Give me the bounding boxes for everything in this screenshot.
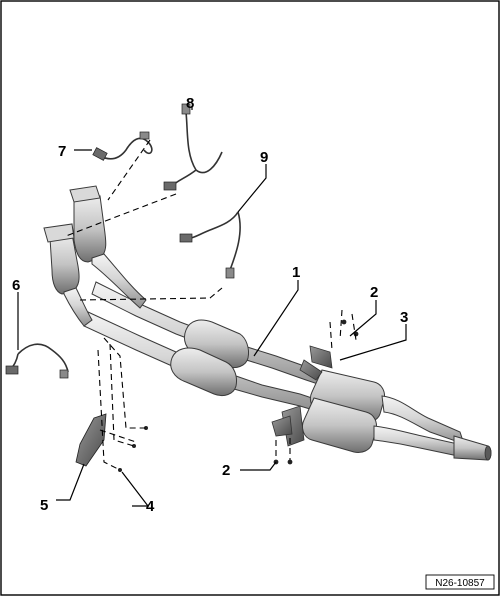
catalytic-converter-upper — [73, 195, 107, 263]
callout-3: 3 — [400, 309, 408, 326]
callout-8: 8 — [186, 95, 194, 112]
callout-2-lower: 2 — [222, 462, 230, 479]
oxygen-sensor-8 — [163, 103, 223, 191]
callout-5: 5 — [40, 497, 48, 514]
bolt — [144, 426, 148, 430]
callout-9: 9 — [260, 149, 268, 166]
callout-2-upper: 2 — [370, 284, 378, 301]
nut-fasteners — [118, 319, 359, 472]
leader-lines — [17, 106, 407, 507]
downpipe-upper — [91, 253, 147, 309]
oxygen-sensor-6 — [5, 343, 69, 379]
bracket-rear-lower — [271, 405, 305, 447]
callout-1: 1 — [292, 264, 300, 281]
bracket-rear-upper — [299, 345, 333, 381]
callout-4: 4 — [146, 498, 155, 515]
catalytic-flange-lower — [43, 223, 75, 243]
oxygen-sensor-9 — [179, 211, 241, 279]
downpipe-lower — [63, 287, 93, 327]
oxygen-sensor-7 — [92, 131, 153, 161]
figure-reference-box: N26-10857 — [425, 574, 495, 590]
bolt — [132, 444, 136, 448]
callout-7: 7 — [58, 143, 66, 160]
figure-reference-code: N26-10857 — [435, 578, 485, 589]
nut — [341, 319, 347, 325]
bracket-front — [75, 413, 107, 467]
callout-6: 6 — [12, 277, 20, 294]
nut — [287, 459, 293, 465]
tailpipe-opening — [484, 445, 492, 461]
exhaust-pipe-assembly — [43, 185, 492, 461]
center-silencer-lower — [170, 347, 237, 397]
assembly-dashed-lines — [65, 139, 357, 471]
catalytic-flange-upper — [69, 185, 101, 203]
callout-labels: 1 2 2 3 4 5 6 7 8 9 — [12, 95, 408, 515]
